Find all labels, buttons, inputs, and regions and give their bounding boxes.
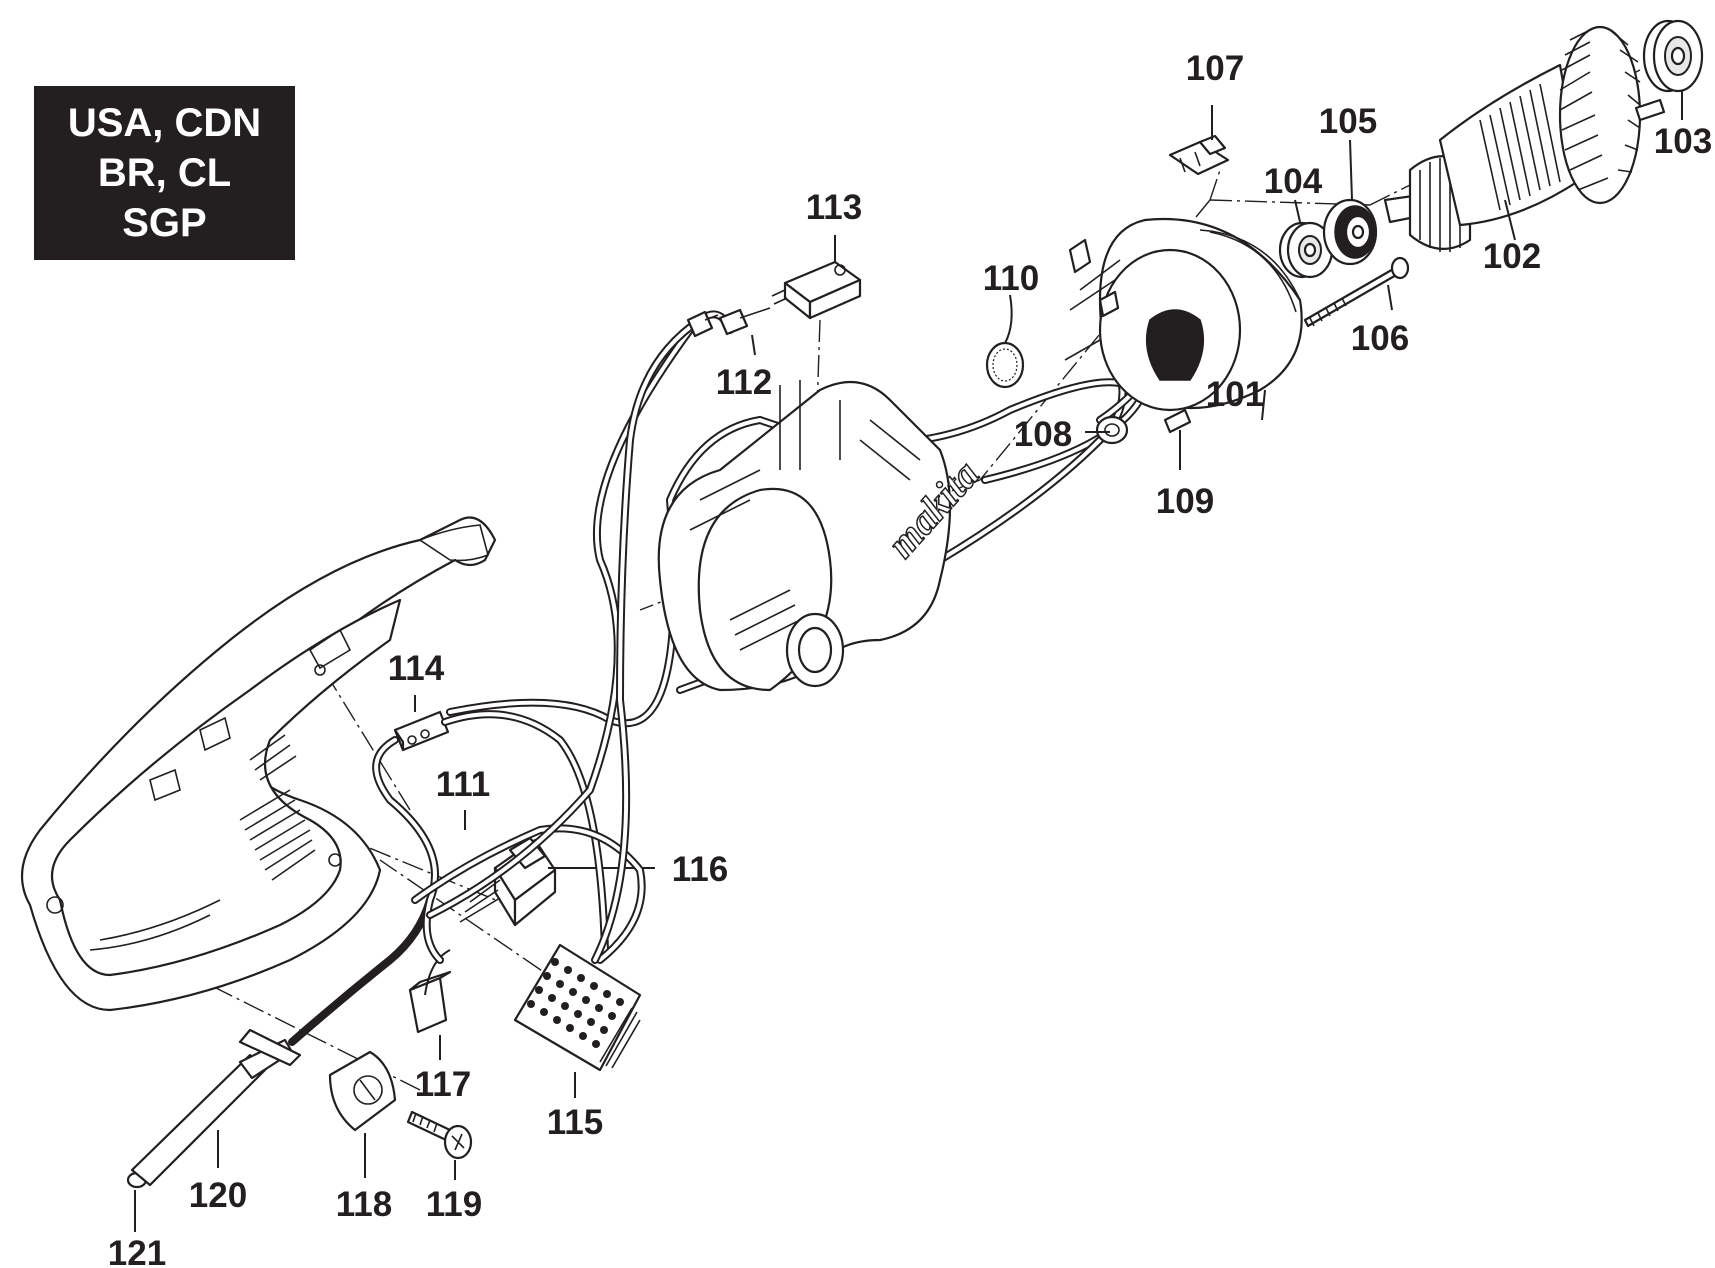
part-120-strain-relief xyxy=(130,896,434,1187)
part-101-field-stator xyxy=(1064,217,1303,421)
part-107-brush-holder xyxy=(1168,105,1230,176)
callout-109: 109 xyxy=(1156,482,1214,521)
callout-110: 110 xyxy=(983,259,1039,298)
fan-blades xyxy=(1558,25,1642,205)
part-114-connector xyxy=(393,695,450,752)
region-label-line-2: BR, CL xyxy=(97,151,232,195)
callout-111: 111 xyxy=(436,765,491,804)
part-105-baffle-plate xyxy=(1322,139,1378,266)
rear-handle-housing xyxy=(20,516,497,1012)
callout-105: 105 xyxy=(1319,102,1377,141)
bottom-leaders xyxy=(134,431,1110,1232)
part-110-wire-loop xyxy=(985,294,1025,389)
callout-104: 104 xyxy=(1264,162,1323,201)
callout-101: 101 xyxy=(1206,375,1264,414)
region-label-box: USA, CDN BR, CL SGP xyxy=(34,86,295,260)
callout-121: 121 xyxy=(108,1234,166,1268)
callout-119: 119 xyxy=(426,1185,482,1224)
part-119-screw xyxy=(406,1110,473,1160)
motor-housing: makita xyxy=(657,380,988,692)
callout-118: 118 xyxy=(336,1185,392,1224)
part-103-bearing xyxy=(1642,19,1704,120)
callout-102: 102 xyxy=(1483,237,1541,276)
part-115-terminal-block xyxy=(513,943,642,1072)
callout-108: 108 xyxy=(1014,415,1072,454)
callout-113: 113 xyxy=(806,188,862,227)
commutator-segments xyxy=(1419,158,1461,252)
region-label-line-3: SGP xyxy=(122,201,207,245)
callout-112: 112 xyxy=(716,363,772,402)
part-106-through-bolt xyxy=(1303,256,1410,328)
callout-117: 117 xyxy=(415,1065,471,1104)
part-108-eyelet xyxy=(1095,415,1129,445)
callout-116: 116 xyxy=(672,850,728,889)
part-109-clip xyxy=(1163,408,1192,470)
part-117-noise-suppressor xyxy=(408,949,452,1034)
callout-106: 106 xyxy=(1351,319,1409,358)
part-104-bearing xyxy=(1278,199,1334,279)
callout-labels: 101 102 103 104 105 106 107 108 109 110 … xyxy=(108,49,1712,1268)
callout-103: 103 xyxy=(1654,122,1712,161)
part-113-micro-switch xyxy=(771,235,862,320)
armature-core-slots xyxy=(1479,83,1561,211)
part-118-cord-clamp xyxy=(328,1050,397,1132)
callout-120: 120 xyxy=(189,1176,247,1215)
handle-vent-slots xyxy=(239,734,316,881)
callout-115: 115 xyxy=(547,1103,603,1142)
part-102-armature xyxy=(1383,25,1666,252)
callout-107: 107 xyxy=(1186,49,1244,88)
callout-114: 114 xyxy=(388,649,445,688)
part-112-terminals xyxy=(686,307,771,356)
region-label-line-1: USA, CDN xyxy=(67,101,262,145)
terminal-block-holes xyxy=(527,958,624,1048)
